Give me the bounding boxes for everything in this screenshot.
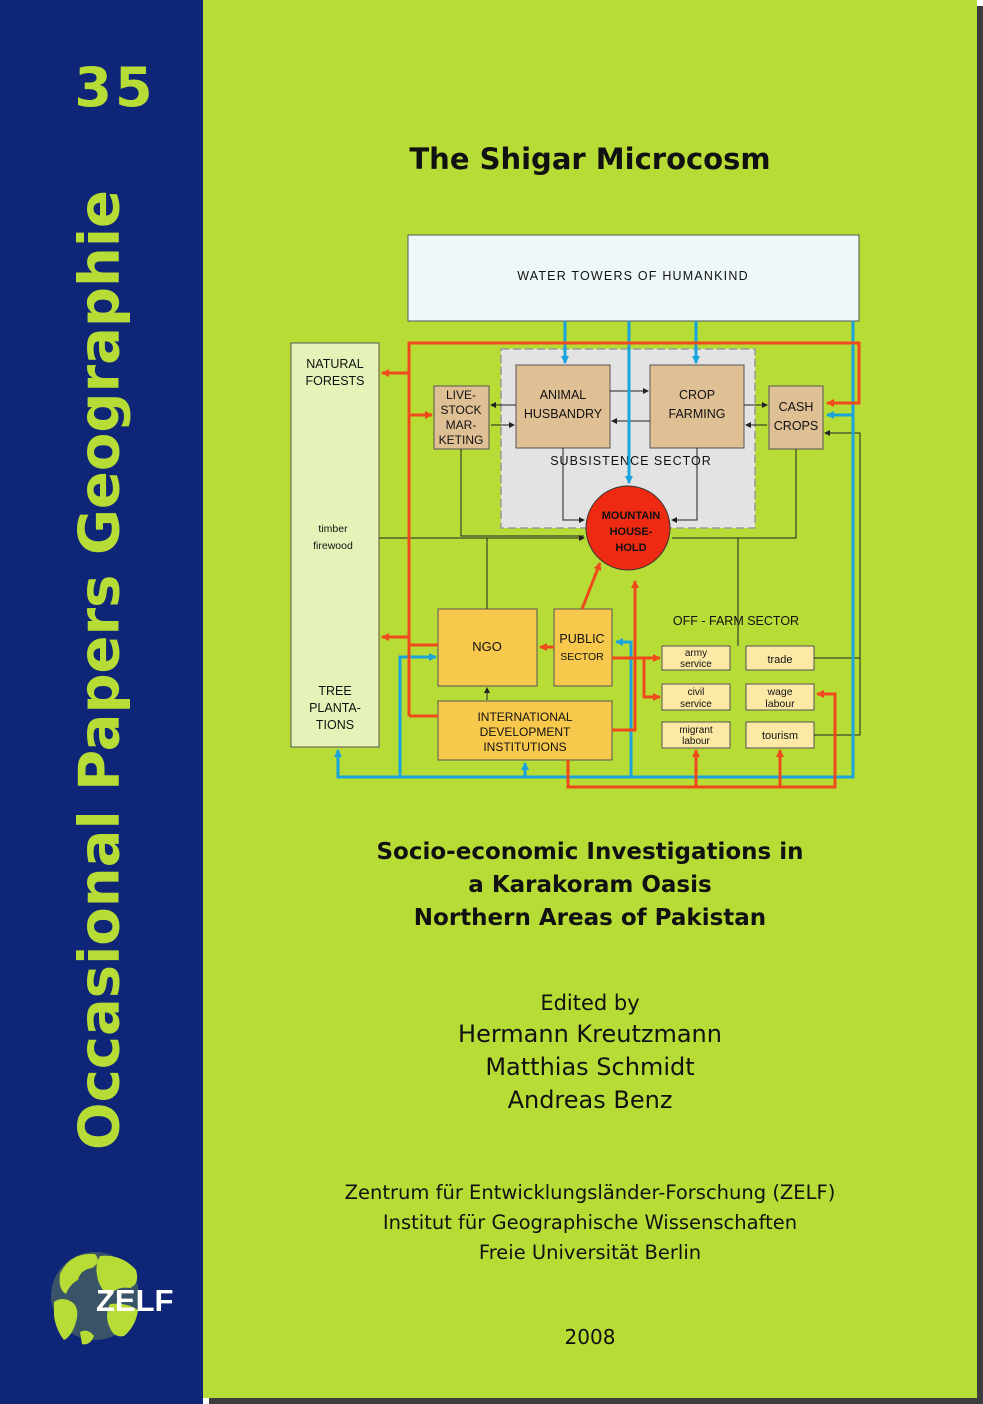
- civil-service-box: [661, 683, 731, 711]
- natural-forests-label-1: NATURAL: [306, 357, 363, 371]
- animal-husbandry-label-1: ANIMAL: [540, 388, 587, 402]
- international-institutions-box: [437, 700, 613, 761]
- black-connectors: [379, 388, 861, 736]
- livestock-label-3: MAR-: [446, 418, 477, 432]
- blue-connectors: [334, 321, 855, 779]
- tourism-label: tourism: [762, 730, 798, 742]
- crop-farming-label-2: FARMING: [669, 407, 726, 421]
- cover-spine: [0, 0, 203, 1404]
- army-label-2: service: [680, 659, 712, 670]
- migrant-labour-box: [661, 721, 731, 749]
- forest-column-box: [290, 342, 380, 748]
- institution: Zentrum für Entwicklungsländer-Forschung…: [203, 1178, 977, 1268]
- migrant-label-2: labour: [682, 736, 710, 747]
- intl-label-2: DEVELOPMENT: [480, 725, 571, 739]
- cover-shadow-right: [977, 6, 983, 1404]
- natural-forests-label-2: FORESTS: [305, 374, 364, 388]
- shigar-diagram: WATER TOWERS OF HUMANKIND SUBSISTENCE SE…: [290, 234, 861, 789]
- cash-crops-label-1: CASH: [779, 400, 814, 414]
- wage-label-1: wage: [766, 686, 792, 698]
- animal-husbandry-label-2: HUSBANDRY: [524, 407, 603, 421]
- migrant-label-1: migrant: [679, 725, 713, 736]
- zelf-logo: ZELF: [51, 1252, 174, 1345]
- livestock-label-1: LIVE-: [446, 388, 476, 402]
- household-label-1: MOUNTAIN: [602, 510, 661, 522]
- public-sector-label-2: SECTOR: [560, 651, 604, 663]
- water-towers-box: [407, 234, 860, 322]
- ngo-label: NGO: [472, 639, 502, 654]
- edited-by: Edited by: [540, 991, 640, 1015]
- red-connectors: [381, 341, 861, 789]
- cash-crops-label-2: CROPS: [774, 419, 818, 433]
- household-label-2: HOUSE-: [610, 526, 653, 538]
- firewood-label: firewood: [313, 540, 353, 552]
- tree-plantations-label-1: TREE: [318, 684, 351, 698]
- army-label-1: army: [685, 648, 707, 659]
- trade-box: [745, 645, 815, 671]
- publication-year: 2008: [564, 1325, 616, 1349]
- wage-labour-box: [745, 683, 815, 711]
- livestock-label-2: STOCK: [440, 403, 481, 417]
- crop-farming-label-1: CROP: [679, 388, 715, 402]
- public-sector-box: [553, 608, 613, 687]
- intl-label-1: INTERNATIONAL: [477, 710, 572, 724]
- globe-icon: [51, 1252, 139, 1345]
- trade-label: trade: [767, 654, 792, 666]
- civil-label-2: service: [680, 699, 712, 710]
- subtitle-line-2: a Karakoram Oasis: [468, 872, 712, 898]
- editor-2: Matthias Schmidt: [485, 1053, 695, 1081]
- animal-husbandry-box: [515, 364, 611, 449]
- timber-label: timber: [318, 523, 348, 535]
- household-label-3: HOLD: [615, 542, 646, 554]
- series-title: Occasional Papers Geographie: [67, 189, 133, 1150]
- tourism-box: [745, 721, 815, 749]
- editor-1: Hermann Kreutzmann: [458, 1020, 722, 1048]
- tree-plantations-label-3: TIONS: [316, 718, 354, 732]
- mountain-household-circle: [585, 485, 671, 571]
- subtitle-line-3: Northern Areas of Pakistan: [413, 905, 767, 931]
- subsistence-sector-label: SUBSISTENCE SECTOR: [550, 454, 712, 468]
- book-title: The Shigar Microcosm: [409, 142, 771, 176]
- ngo-box: [437, 608, 538, 687]
- series-number: 35: [74, 56, 156, 119]
- intl-label-3: INSTITUTIONS: [483, 740, 566, 754]
- institution-line-3: Freie Universität Berlin: [478, 1241, 702, 1264]
- institution-line-2: Institut für Geographische Wissenschafte…: [382, 1211, 798, 1234]
- editor-3: Andreas Benz: [507, 1086, 673, 1114]
- civil-label-1: civil: [688, 687, 705, 698]
- subtitle-line-1: Socio-economic Investigations in: [376, 839, 804, 865]
- cash-crops-box: [768, 385, 824, 450]
- institution-line-1: Zentrum für Entwicklungsländer-Forschung…: [344, 1181, 836, 1204]
- editors: Hermann Kreutzmann Matthias Schmidt Andr…: [203, 1018, 977, 1117]
- logo-text: ZELF: [96, 1283, 174, 1318]
- wage-label-2: labour: [765, 698, 795, 710]
- crop-farming-box: [649, 364, 745, 449]
- cover-shadow-bottom: [209, 1398, 983, 1404]
- subtitle: Socio-economic Investigations in a Karak…: [203, 836, 977, 935]
- livestock-marketing-box: [433, 385, 490, 450]
- water-towers-label: WATER TOWERS OF HUMANKIND: [517, 269, 749, 283]
- off-farm-sector-label: OFF - FARM SECTOR: [673, 614, 799, 628]
- army-service-box: [661, 645, 731, 671]
- public-sector-label-1: PUBLIC: [559, 632, 604, 646]
- tree-plantations-label-2: PLANTA-: [309, 701, 361, 715]
- livestock-label-4: KETING: [439, 433, 484, 447]
